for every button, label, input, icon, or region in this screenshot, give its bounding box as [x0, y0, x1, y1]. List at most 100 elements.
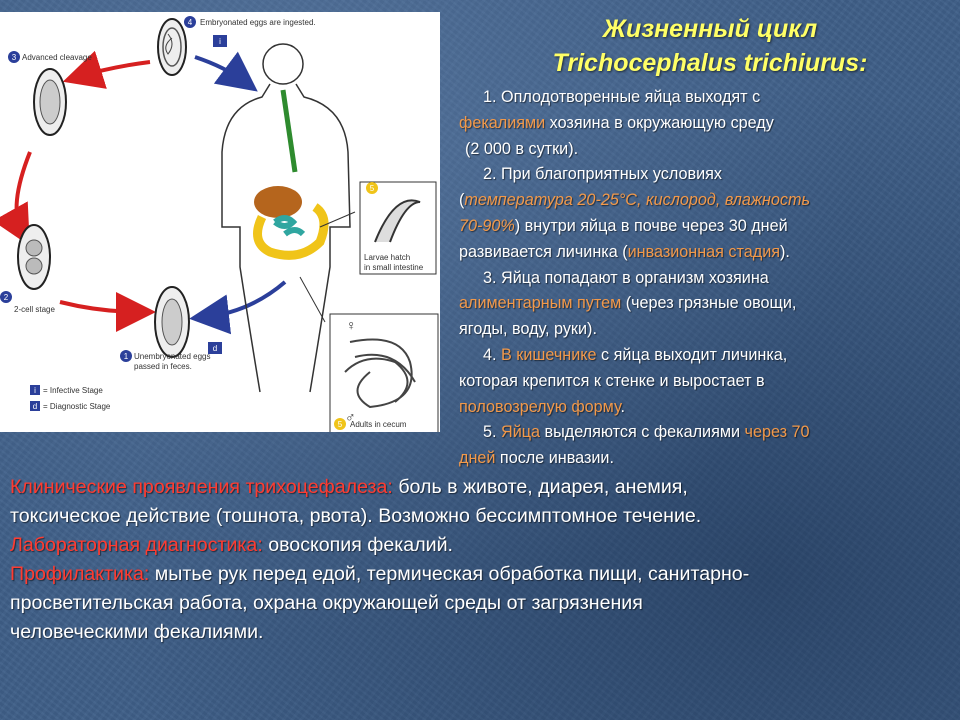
legend-diagnostic: = Diagnostic Stage: [43, 402, 111, 411]
step-2-highlight-2: 70-90%: [459, 216, 515, 235]
egg-advanced-cleavage: [33, 68, 67, 136]
badge-1: [120, 350, 132, 362]
step-5-highlight-3: дней: [459, 449, 496, 468]
step-1-line-2: фекалиями хозяина в окружающую среду: [459, 111, 949, 137]
step-4-line-2: которая крепится к стенке и выростает в: [459, 369, 949, 395]
lab-line: Лабораторная диагностика: овоскопия фека…: [10, 531, 950, 560]
prevention-text-3: человеческими фекалиями.: [10, 621, 264, 643]
prevention-text-1: мытье рук перед едой, термическая обрабо…: [149, 563, 750, 585]
step-2-text-3: ) внутри яйца в почве через 30 дней: [514, 216, 788, 235]
lab-text: овоскопия фекалий.: [262, 534, 453, 556]
label-unembryonated-2: passed in feces.: [134, 362, 192, 371]
step-2-paren-close: ).: [780, 242, 790, 261]
label-adults: Adults in cecum: [350, 420, 407, 429]
step-5-highlight: Яйца: [501, 423, 541, 442]
male-symbol: ♂: [345, 409, 356, 425]
badge-i: [213, 35, 227, 47]
step-4-line-1: 4. В кишечнике с яйца выходит личинка,: [459, 343, 949, 369]
label-advanced-cleavage: Advanced cleavage: [22, 53, 92, 62]
legend-infective: = Infective Stage: [43, 386, 103, 395]
step-3-highlight: алиментарным путем: [459, 294, 622, 313]
cycle-arrow-bottom-left: [59, 291, 156, 332]
step-3-text: 3. Яйца попадают в организм хозяина: [483, 268, 769, 287]
step-3-line-2: алиментарным путем (через грязные овощи,: [459, 291, 949, 317]
step-4-highlight-2: половозрелую форму: [459, 397, 621, 416]
step-1-text-2: хозяина в окружающую среду: [545, 113, 774, 132]
label-ingested: Embryonated eggs are ingested.: [200, 18, 316, 27]
step-4-highlight: В кишечнике: [501, 345, 597, 364]
label-larvae-2: in small intestine: [364, 263, 424, 272]
step-2-highlight: температура 20-25°С, кислород, влажность: [464, 191, 810, 210]
step-1-text-3: (2 000 в сутки).: [465, 139, 579, 158]
step-2-text-4: развивается личинка (: [459, 242, 628, 261]
step-5-highlight-2: через 70: [744, 423, 810, 442]
prev-line-3: человеческими фекалиями.: [10, 618, 950, 647]
female-symbol: ♀: [346, 317, 357, 333]
step-4-line-3: половозрелую форму.: [459, 395, 949, 421]
feces-arrow: [189, 280, 287, 335]
clinical-line-2: токсическое действие (тошнота, рвота). В…: [10, 502, 950, 531]
egg-unembryonated: [154, 286, 190, 358]
step-2-paren-open: (: [459, 191, 465, 210]
prev-line-1: Профилактика: мытье рук перед едой, терм…: [10, 560, 950, 589]
life-cycle-svg: 3 4 2 1 5 5 i d i d ♀ ♂ Embryonated eggs…: [0, 16, 439, 432]
human-body-figure: [221, 43, 351, 393]
step-5-number: 5.: [483, 423, 501, 442]
step-5-line-2: дней после инвазии.: [459, 446, 949, 472]
badge-5a: [366, 182, 378, 194]
step-2-line-3: 70-90%) внутри яйца в почве через 30 дне…: [459, 214, 949, 240]
badge-1-text: 1: [124, 352, 129, 361]
adult-worms: [344, 338, 416, 409]
step-1-text: 1. Оплодотворенные яйца выходят с: [483, 88, 761, 106]
step-4-number: 4.: [483, 345, 501, 364]
badge-4: [184, 16, 196, 28]
badge-d-text: d: [213, 344, 217, 353]
step-5-text: выделяются с фекалиями: [540, 423, 745, 442]
clinical-line-1: Клинические проявления трихоцефалеза: бо…: [10, 473, 950, 502]
badge-2: [0, 291, 12, 303]
slide-title: Жизненный цикл Trichocephalus trichiurus…: [460, 12, 960, 80]
badge-4-text: 4: [188, 18, 193, 27]
badge-5b: [334, 418, 346, 430]
ingest-arrow: [194, 51, 258, 92]
cycle-arrow-top: [62, 50, 151, 89]
legend-d-swatch-text: d: [33, 402, 37, 411]
badge-3-text: 3: [12, 53, 17, 62]
step-2-highlight-3: инвазионная стадия: [627, 242, 781, 261]
egg-embryonated: [157, 18, 187, 76]
clinical-text-2: токсическое действие (тошнота, рвота). В…: [10, 505, 702, 527]
step-4-text: с яйца выходит личинка,: [596, 345, 788, 364]
title-line-2: Trichocephalus trichiurus:: [552, 49, 868, 77]
badge-i-text: i: [219, 37, 221, 46]
legend-i-swatch-text: i: [34, 386, 36, 395]
step-1-highlight: фекалиями: [459, 113, 546, 132]
larvae-inset: [359, 181, 437, 275]
step-1-line-1: 1. Оплодотворенные яйца выходят с: [459, 85, 949, 111]
clinical-text-1: боль в животе, диарея, анемия,: [392, 476, 688, 498]
badge-2-text: 2: [4, 293, 9, 302]
step-3-text-3: ягоды, воду, руки).: [459, 320, 597, 339]
step-4-period: .: [620, 397, 625, 416]
step-2-text: 2. При благоприятных условиях: [483, 165, 723, 184]
badge-5b-text: 5: [338, 420, 343, 429]
life-cycle-diagram: 3 4 2 1 5 5 i d i d ♀ ♂ Embryonated eggs…: [0, 12, 440, 432]
life-cycle-steps: 1. Оплодотворенные яйца выходят с фекали…: [459, 85, 949, 472]
step-4-text-2: которая крепится к стенке и выростает в: [459, 371, 765, 390]
prevention-text-2: просветительская работа, охрана окружающ…: [10, 592, 643, 614]
lab-label: Лабораторная диагностика:: [10, 534, 263, 556]
adults-inset: [329, 313, 439, 432]
clinical-info: Клинические проявления трихоцефалеза: бо…: [10, 473, 950, 647]
step-5-text-2: после инвазии.: [495, 449, 614, 468]
label-two-cell: 2-cell stage: [14, 305, 55, 314]
step-3-line-3: ягоды, воду, руки).: [459, 317, 949, 343]
prev-line-2: просветительская работа, охрана окружающ…: [10, 589, 950, 618]
prevention-label: Профилактика:: [10, 563, 150, 585]
step-2-line-4: развивается личинка (инвазионная стадия)…: [459, 240, 949, 266]
badge-5a-text: 5: [370, 184, 375, 193]
larva-shape: [374, 199, 421, 243]
step-2-line-2: (температура 20-25°С, кислород, влажност…: [459, 188, 949, 214]
step-3-line-1: 3. Яйца попадают в организм хозяина: [459, 266, 949, 292]
label-unembryonated-1: Unembryonated eggs: [134, 352, 211, 361]
step-3-text-2: (через грязные овощи,: [621, 294, 797, 313]
badge-d: [208, 342, 222, 354]
